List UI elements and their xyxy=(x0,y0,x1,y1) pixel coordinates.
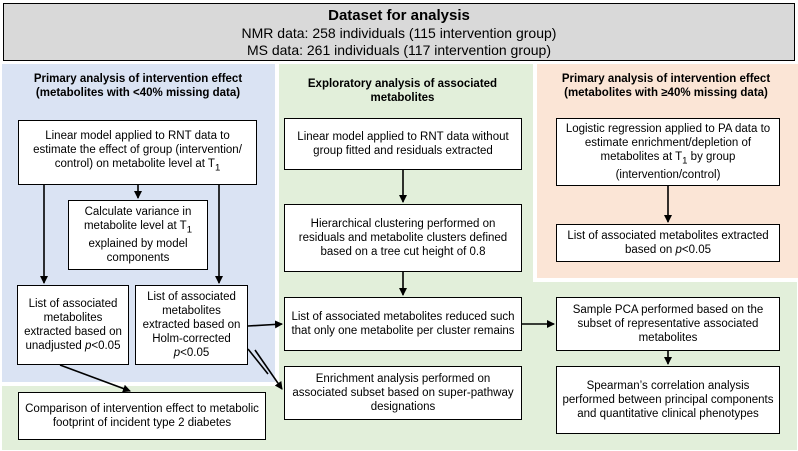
arrow-holm-to-comparison xyxy=(247,348,269,375)
variance-subscript: 1 xyxy=(186,224,193,236)
unadjusted-text: List of associated metabolites extracted… xyxy=(24,298,122,352)
variance-t: T xyxy=(179,219,187,232)
unadjusted-threshold: <0.05 xyxy=(91,340,121,352)
variance-text-2: explained by model components xyxy=(88,238,188,265)
spearman-box: Spearman’s correlation analysis performe… xyxy=(556,366,780,434)
hierarchical-clustering-box: Hierarchical clustering performed on res… xyxy=(284,204,522,272)
pa-list-text: List of associated metabolites extracted… xyxy=(567,230,769,256)
middle-header-line1: Exploratory analysis of associated xyxy=(307,78,498,90)
linear-model-group-text: Linear model applied to RNT data to esti… xyxy=(33,130,242,171)
right-header-line2: (metabolites with ≥40% missing data) xyxy=(564,87,768,99)
middle-panel-header: Exploratory analysis of associated metab… xyxy=(285,77,520,105)
right-header-line1: Primary analysis of intervention effect xyxy=(561,73,771,85)
holm-threshold: <0.05 xyxy=(180,347,210,359)
middle-header-line2: metabolites xyxy=(370,92,435,104)
left-header-line1: Primary analysis of intervention effect xyxy=(33,73,243,85)
dataset-box: Dataset for analysis NMR data: 258 indiv… xyxy=(3,3,795,61)
pca-box: Sample PCA performed based on the subset… xyxy=(556,297,780,351)
left-panel-header: Primary analysis of intervention effect … xyxy=(6,72,270,100)
associated-list-pa-box: List of associated metabolites extracted… xyxy=(556,224,780,262)
comparison-box: Comparison of intervention effect to met… xyxy=(18,392,266,440)
comparison-text: Comparison of intervention effect to met… xyxy=(25,403,259,429)
holm-text: List of associated metabolites extracted… xyxy=(142,291,241,345)
linear-model-group-box: Linear model applied to RNT data to esti… xyxy=(18,120,257,185)
logistic-regression-box: Logistic regression applied to PA data t… xyxy=(556,118,780,186)
holm-p: p xyxy=(173,347,181,359)
logistic-subscript: 1 xyxy=(682,155,688,167)
linear-model-residuals-text: Linear model applied to RNT data without… xyxy=(297,131,509,157)
holm-corrected-list-box: List of associated metabolites extracted… xyxy=(135,285,248,365)
left-header-line2: (metabolites with <40% missing data) xyxy=(35,87,241,99)
pa-list-p: p xyxy=(675,244,682,256)
enrichment-analysis-box: Enrichment analysis performed on associa… xyxy=(284,366,522,420)
arrow-unadjusted-to-comparison xyxy=(59,364,131,393)
spearman-text: Spearman’s correlation analysis performe… xyxy=(562,380,774,420)
arrow-holm-to-reduced xyxy=(247,320,283,329)
unadjusted-p: p xyxy=(84,340,92,352)
logistic-text-2: by group (intervention/control) xyxy=(615,150,736,182)
variance-text-1: Calculate variance in metabolite level a… xyxy=(83,205,192,232)
logistic-text: Logistic regression applied to PA data t… xyxy=(565,122,771,163)
reduced-list-box: List of associated metabolites reduced s… xyxy=(284,297,522,351)
ms-data-line: MS data: 261 individuals (117 interventi… xyxy=(246,42,552,58)
enrichment-text: Enrichment analysis performed on associa… xyxy=(292,373,514,413)
dataset-title: Dataset for analysis xyxy=(328,7,470,24)
arrow-holm-to-enrichment xyxy=(254,349,283,390)
linear-model-residuals-box: Linear model applied to RNT data without… xyxy=(284,118,522,170)
pca-text: Sample PCA performed based on the subset… xyxy=(572,304,764,344)
nmr-data-line: NMR data: 258 individuals (115 intervent… xyxy=(241,25,557,41)
t1-subscript: 1 xyxy=(214,162,221,174)
reduced-list-text: List of associated metabolites reduced s… xyxy=(291,311,515,337)
right-panel-header: Primary analysis of intervention effect … xyxy=(538,72,794,100)
variance-box: Calculate variance in metabolite level a… xyxy=(68,200,208,270)
unadjusted-list-box: List of associated metabolites extracted… xyxy=(17,285,129,365)
pa-list-threshold: <0.05 xyxy=(681,244,712,256)
clustering-text: Hierarchical clustering performed on res… xyxy=(298,218,508,258)
